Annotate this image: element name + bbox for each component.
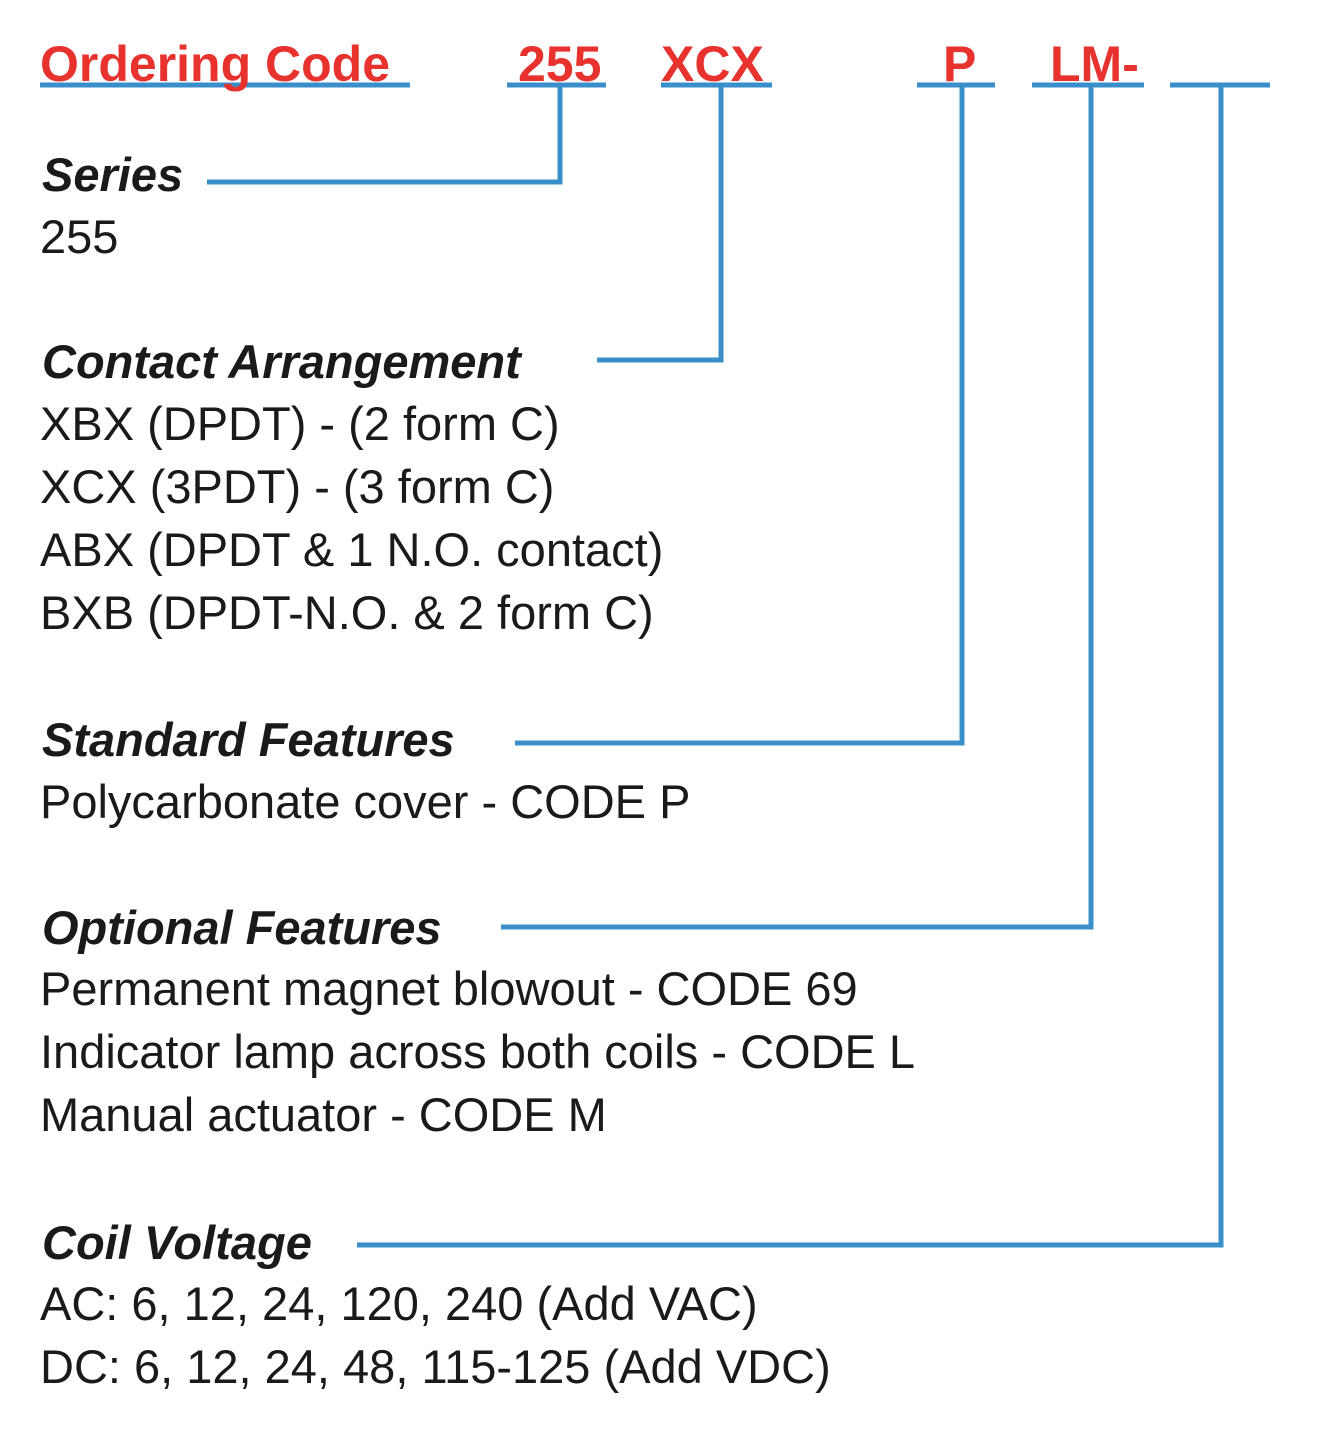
standard-features-heading: Standard Features (42, 713, 455, 766)
code-segment-optional: LM- (1050, 36, 1139, 92)
contact-option-xcx: XCX (3PDT) - (3 form C) (40, 460, 555, 513)
contact-option-xbx: XBX (DPDT) - (2 form C) (40, 397, 560, 450)
ordering-code-label: Ordering Code (40, 36, 391, 92)
series-body: 255 (40, 205, 118, 268)
coil-voltage-connector (357, 85, 1224, 1248)
contact-option-abx: ABX (DPDT & 1 N.O. contact) (40, 523, 664, 576)
optional-feature-magnet-blowout: Permanent magnet blowout - CODE 69 (40, 962, 858, 1015)
standard-features-body: Polycarbonate cover - CODE P (40, 770, 690, 833)
code-segment-series: 255 (518, 36, 602, 92)
coil-voltage-ac: AC: 6, 12, 24, 120, 240 (Add VAC) (40, 1277, 758, 1330)
coil-voltage-heading: Coil Voltage (42, 1216, 312, 1269)
contact-option-bxb: BXB (DPDT-N.O. & 2 form C) (40, 586, 654, 639)
standard-feature-line: Polycarbonate cover - CODE P (40, 775, 691, 828)
optional-features-connector (501, 85, 1094, 930)
contact-arrangement-heading: Contact Arrangement (42, 335, 521, 388)
series-connector (207, 85, 563, 185)
series-line: 255 (40, 210, 119, 263)
code-segment-contact: XCX (661, 36, 764, 92)
optional-features-heading: Optional Features (42, 901, 442, 954)
series-heading: Series (42, 148, 184, 201)
coil-voltage-dc: DC: 6, 12, 24, 48, 115-125 (Add VDC) (40, 1340, 831, 1393)
optional-features-body: Permanent magnet blowout - CODE 69 Indic… (40, 957, 915, 1146)
optional-feature-indicator-lamp: Indicator lamp across both coils - CODE … (40, 1025, 916, 1078)
contact-arrangement-body: XBX (DPDT) - (2 form C) XCX (3PDT) - (3 … (40, 392, 663, 644)
contact-arrangement-connector (597, 85, 724, 363)
optional-feature-manual-actuator: Manual actuator - CODE M (40, 1088, 607, 1141)
code-segment-standard: P (943, 36, 977, 92)
coil-voltage-body: AC: 6, 12, 24, 120, 240 (Add VAC) DC: 6,… (40, 1272, 831, 1398)
standard-features-connector (515, 85, 965, 746)
